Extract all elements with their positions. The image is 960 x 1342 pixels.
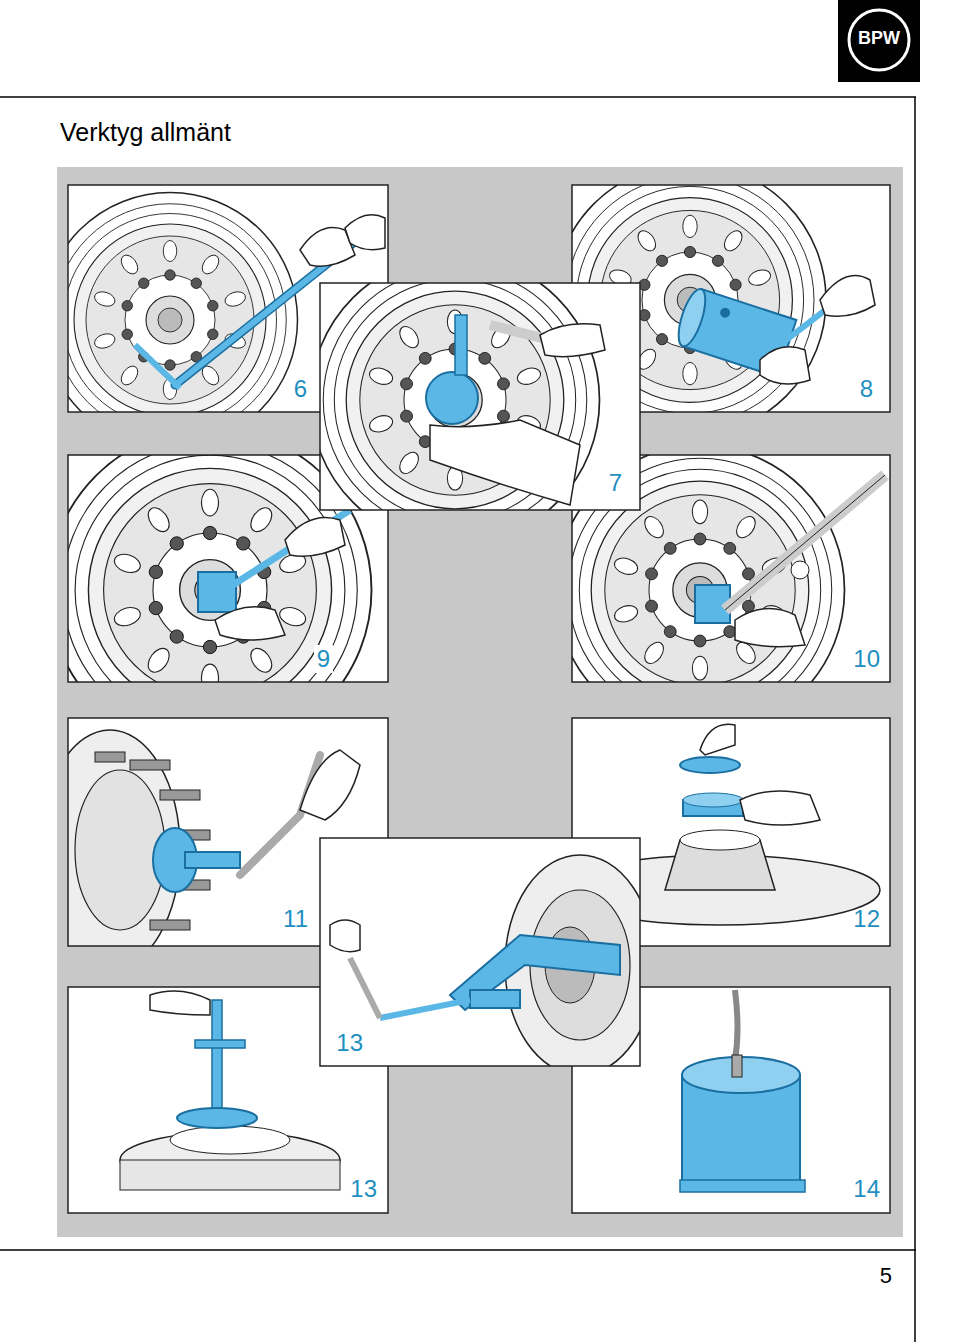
- callout-number: 7: [609, 471, 622, 495]
- callout-number: 12: [853, 907, 880, 931]
- callout-number: 9: [314, 645, 333, 673]
- callout-number: 13: [336, 1031, 363, 1055]
- page-title: Verktyg allmänt: [60, 120, 231, 145]
- page-number: 5: [880, 1265, 892, 1287]
- logo-text: BPW: [858, 29, 900, 47]
- callout-number: 6: [294, 377, 307, 401]
- callout-number: 14: [853, 1177, 880, 1201]
- callout-number: 13: [350, 1177, 377, 1201]
- callout-number: 8: [860, 377, 873, 401]
- callout-number: 11: [283, 907, 308, 931]
- callout-number: 10: [853, 647, 880, 671]
